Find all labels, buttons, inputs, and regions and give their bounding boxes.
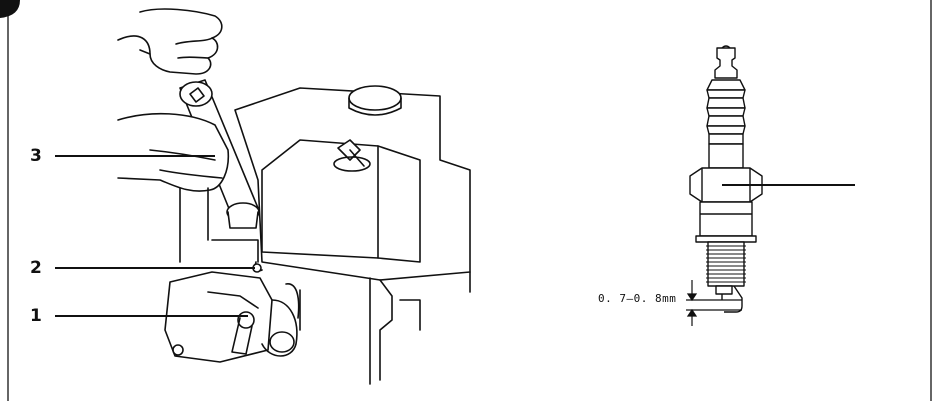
spark-plug-gap-label: 0. 7–0. 8mm [598, 292, 677, 305]
center-electrode-base [715, 285, 733, 295]
upper-hand [139, 8, 223, 75]
callout-number-3: 3 [30, 146, 42, 166]
spark-plug-shell [699, 201, 753, 237]
callout-number-2: 2 [30, 258, 42, 278]
spark-plug-drawing [689, 45, 763, 313]
gap-dimension [686, 280, 742, 326]
insulator-rib [706, 79, 746, 91]
wrench-ring-top [179, 81, 213, 107]
callout-leaders [55, 155, 255, 317]
engine-cover [261, 139, 379, 259]
callout-number-1: 1 [30, 306, 42, 326]
step-badge [0, 0, 20, 18]
filler-cap [348, 85, 402, 111]
spark-plug-terminal [714, 47, 738, 79]
insulator-body [708, 143, 744, 169]
spark-plug-threads [707, 241, 745, 287]
engine-wrench-drawing [117, 8, 471, 385]
